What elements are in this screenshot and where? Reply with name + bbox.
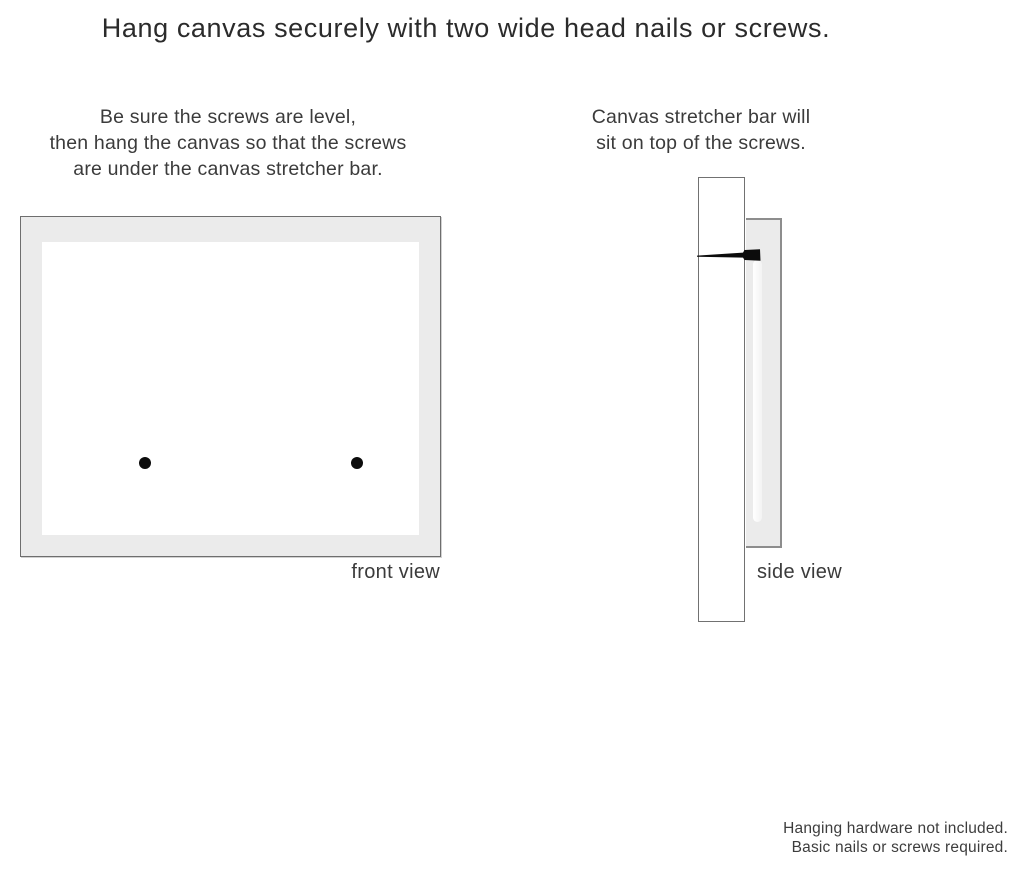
instruction-line: are under the canvas stretcher bar. <box>73 158 383 180</box>
wall-side-profile <box>698 177 745 622</box>
instruction-line: Be sure the screws are level, <box>99 106 357 128</box>
side-view-label: side view <box>757 561 842 583</box>
front-view-instructions: Be sure the screws are level, then hang … <box>28 104 428 182</box>
canvas-side-highlight <box>753 260 762 522</box>
nail-icon <box>697 249 761 261</box>
front-view-label: front view <box>351 561 440 583</box>
side-view-instructions: Canvas stretcher bar will sit on top of … <box>551 104 851 156</box>
canvas-front-face <box>42 242 419 535</box>
screw-dot-left <box>139 457 151 469</box>
disclaimer-line: Hanging hardware not included. <box>783 820 1008 837</box>
instruction-line: then hang the canvas so that the screws <box>49 132 407 154</box>
canvas-front-frame <box>20 216 441 557</box>
page-title: Hang canvas securely with two wide head … <box>101 13 831 43</box>
hardware-disclaimer: Hanging hardware not included. Basic nai… <box>600 819 1008 857</box>
instruction-line: Canvas stretcher bar will <box>591 106 811 128</box>
screw-dot-right <box>351 457 363 469</box>
disclaimer-line: Basic nails or screws required. <box>791 839 1008 856</box>
instruction-line: sit on top of the screws. <box>596 132 806 154</box>
canvas-side-profile <box>746 218 782 548</box>
